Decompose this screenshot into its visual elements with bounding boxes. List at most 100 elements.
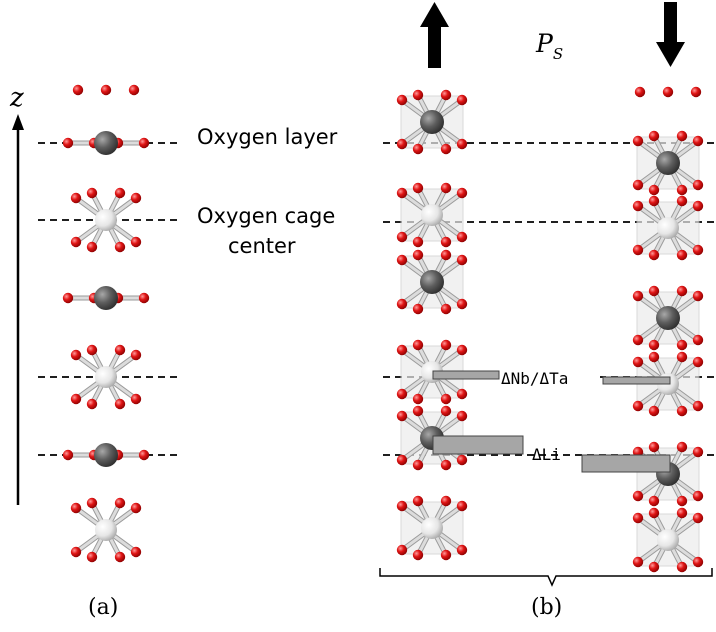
dark-cation-atom xyxy=(656,306,680,330)
oxygen-atom xyxy=(70,502,82,514)
oxygen-atom xyxy=(676,495,688,507)
oxygen-atom xyxy=(114,344,126,356)
oxygen-atom xyxy=(648,441,660,453)
oxygen-atom xyxy=(130,502,142,514)
oxygen-cage-label-line2: center xyxy=(228,234,296,258)
oxygen-atom xyxy=(130,349,142,361)
oxygen-atom xyxy=(440,339,452,351)
polarization-arrows xyxy=(420,2,685,68)
oxygen-atom xyxy=(138,292,150,304)
light-cation-atom xyxy=(657,217,679,239)
oxygen-atom xyxy=(648,195,660,207)
z-axis: z xyxy=(9,83,24,505)
oxygen-atom xyxy=(440,182,452,194)
oxygen-atom xyxy=(86,398,98,410)
oxygen-atom xyxy=(86,344,98,356)
oxygen-atom xyxy=(632,400,644,412)
oxygen-atom xyxy=(456,410,468,422)
oxygen-atom xyxy=(632,200,644,212)
oxygen-atom xyxy=(692,400,704,412)
oxygen-cage-label-line1: Oxygen cage xyxy=(197,204,335,228)
polarization-label: PS xyxy=(535,29,563,63)
oxygen-atom xyxy=(648,495,660,507)
crystal-structures xyxy=(62,84,704,573)
light-cation-atom xyxy=(421,517,443,539)
oxygen-atom xyxy=(412,143,424,155)
oxygen-atom xyxy=(456,454,468,466)
panel-a-label: (a) xyxy=(88,595,118,620)
oxygen-atom xyxy=(676,249,688,261)
delta-li-label: ΔLi xyxy=(532,445,561,464)
oxygen-atom xyxy=(412,495,424,507)
oxygen-atom xyxy=(632,334,644,346)
oxygen-atom xyxy=(396,500,408,512)
oxygen-atom xyxy=(692,512,704,524)
oxygen-atom xyxy=(70,546,82,558)
li-displacement-box-up xyxy=(432,435,524,455)
oxygen-atom xyxy=(62,449,74,461)
oxygen-atom xyxy=(128,84,140,96)
oxygen-atom xyxy=(456,388,468,400)
annotation-labels: PS Oxygen layer Oxygen cage center ΔNb/Δ… xyxy=(88,29,600,620)
oxygen-atom xyxy=(676,184,688,196)
dark-cation-atom xyxy=(656,151,680,175)
oxygen-atom xyxy=(692,290,704,302)
oxygen-atom xyxy=(634,86,646,98)
oxygen-atom xyxy=(662,86,674,98)
oxygen-atom xyxy=(692,200,704,212)
light-cation-atom xyxy=(95,366,117,388)
nb-ta-displacement-box-down xyxy=(602,376,671,385)
oxygen-atom xyxy=(412,182,424,194)
oxygen-atom xyxy=(412,339,424,351)
oxygen-atom xyxy=(396,94,408,106)
oxygen-atom xyxy=(692,135,704,147)
oxygen-atom xyxy=(114,497,126,509)
oxygen-atom xyxy=(130,192,142,204)
arrow-down-icon xyxy=(656,2,685,67)
oxygen-atom xyxy=(86,187,98,199)
oxygen-atom xyxy=(396,138,408,150)
oxygen-atom xyxy=(456,254,468,266)
oxygen-atom xyxy=(692,334,704,346)
oxygen-atom xyxy=(62,137,74,149)
oxygen-atom xyxy=(440,549,452,561)
oxygen-atom xyxy=(396,344,408,356)
oxygen-atom xyxy=(456,138,468,150)
oxygen-atom xyxy=(396,231,408,243)
oxygen-atom xyxy=(648,285,660,297)
oxygen-atom xyxy=(456,500,468,512)
oxygen-atom xyxy=(130,546,142,558)
delta-nb-ta-label: ΔNb/ΔTa xyxy=(501,369,568,388)
oxygen-atom xyxy=(396,298,408,310)
oxygen-atom xyxy=(440,393,452,405)
oxygen-atom xyxy=(648,184,660,196)
arrow-up-icon xyxy=(420,2,449,68)
oxygen-atom xyxy=(632,244,644,256)
oxygen-atom xyxy=(440,303,452,315)
oxygen-atom xyxy=(412,549,424,561)
oxygen-atom xyxy=(412,236,424,248)
oxygen-atom xyxy=(632,556,644,568)
oxygen-atom xyxy=(70,349,82,361)
oxygen-atom xyxy=(676,339,688,351)
oxygen-atom xyxy=(692,244,704,256)
oxygen-atom xyxy=(648,561,660,573)
oxygen-atom xyxy=(130,393,142,405)
oxygen-atom xyxy=(648,405,660,417)
oxygen-atom xyxy=(456,544,468,556)
li-displacement-box-down xyxy=(581,454,671,473)
oxygen-atom xyxy=(412,303,424,315)
oxygen-atom xyxy=(632,135,644,147)
oxygen-atom xyxy=(440,236,452,248)
oxygen-atom xyxy=(632,490,644,502)
light-cation-atom xyxy=(421,204,443,226)
oxygen-atom xyxy=(114,241,126,253)
oxygen-atom xyxy=(676,405,688,417)
oxygen-atom xyxy=(676,441,688,453)
oxygen-atom xyxy=(676,285,688,297)
oxygen-atom xyxy=(412,393,424,405)
panel-a-structure xyxy=(62,84,150,563)
oxygen-atom xyxy=(86,497,98,509)
oxygen-atom xyxy=(692,446,704,458)
dark-cation-atom xyxy=(94,286,118,310)
